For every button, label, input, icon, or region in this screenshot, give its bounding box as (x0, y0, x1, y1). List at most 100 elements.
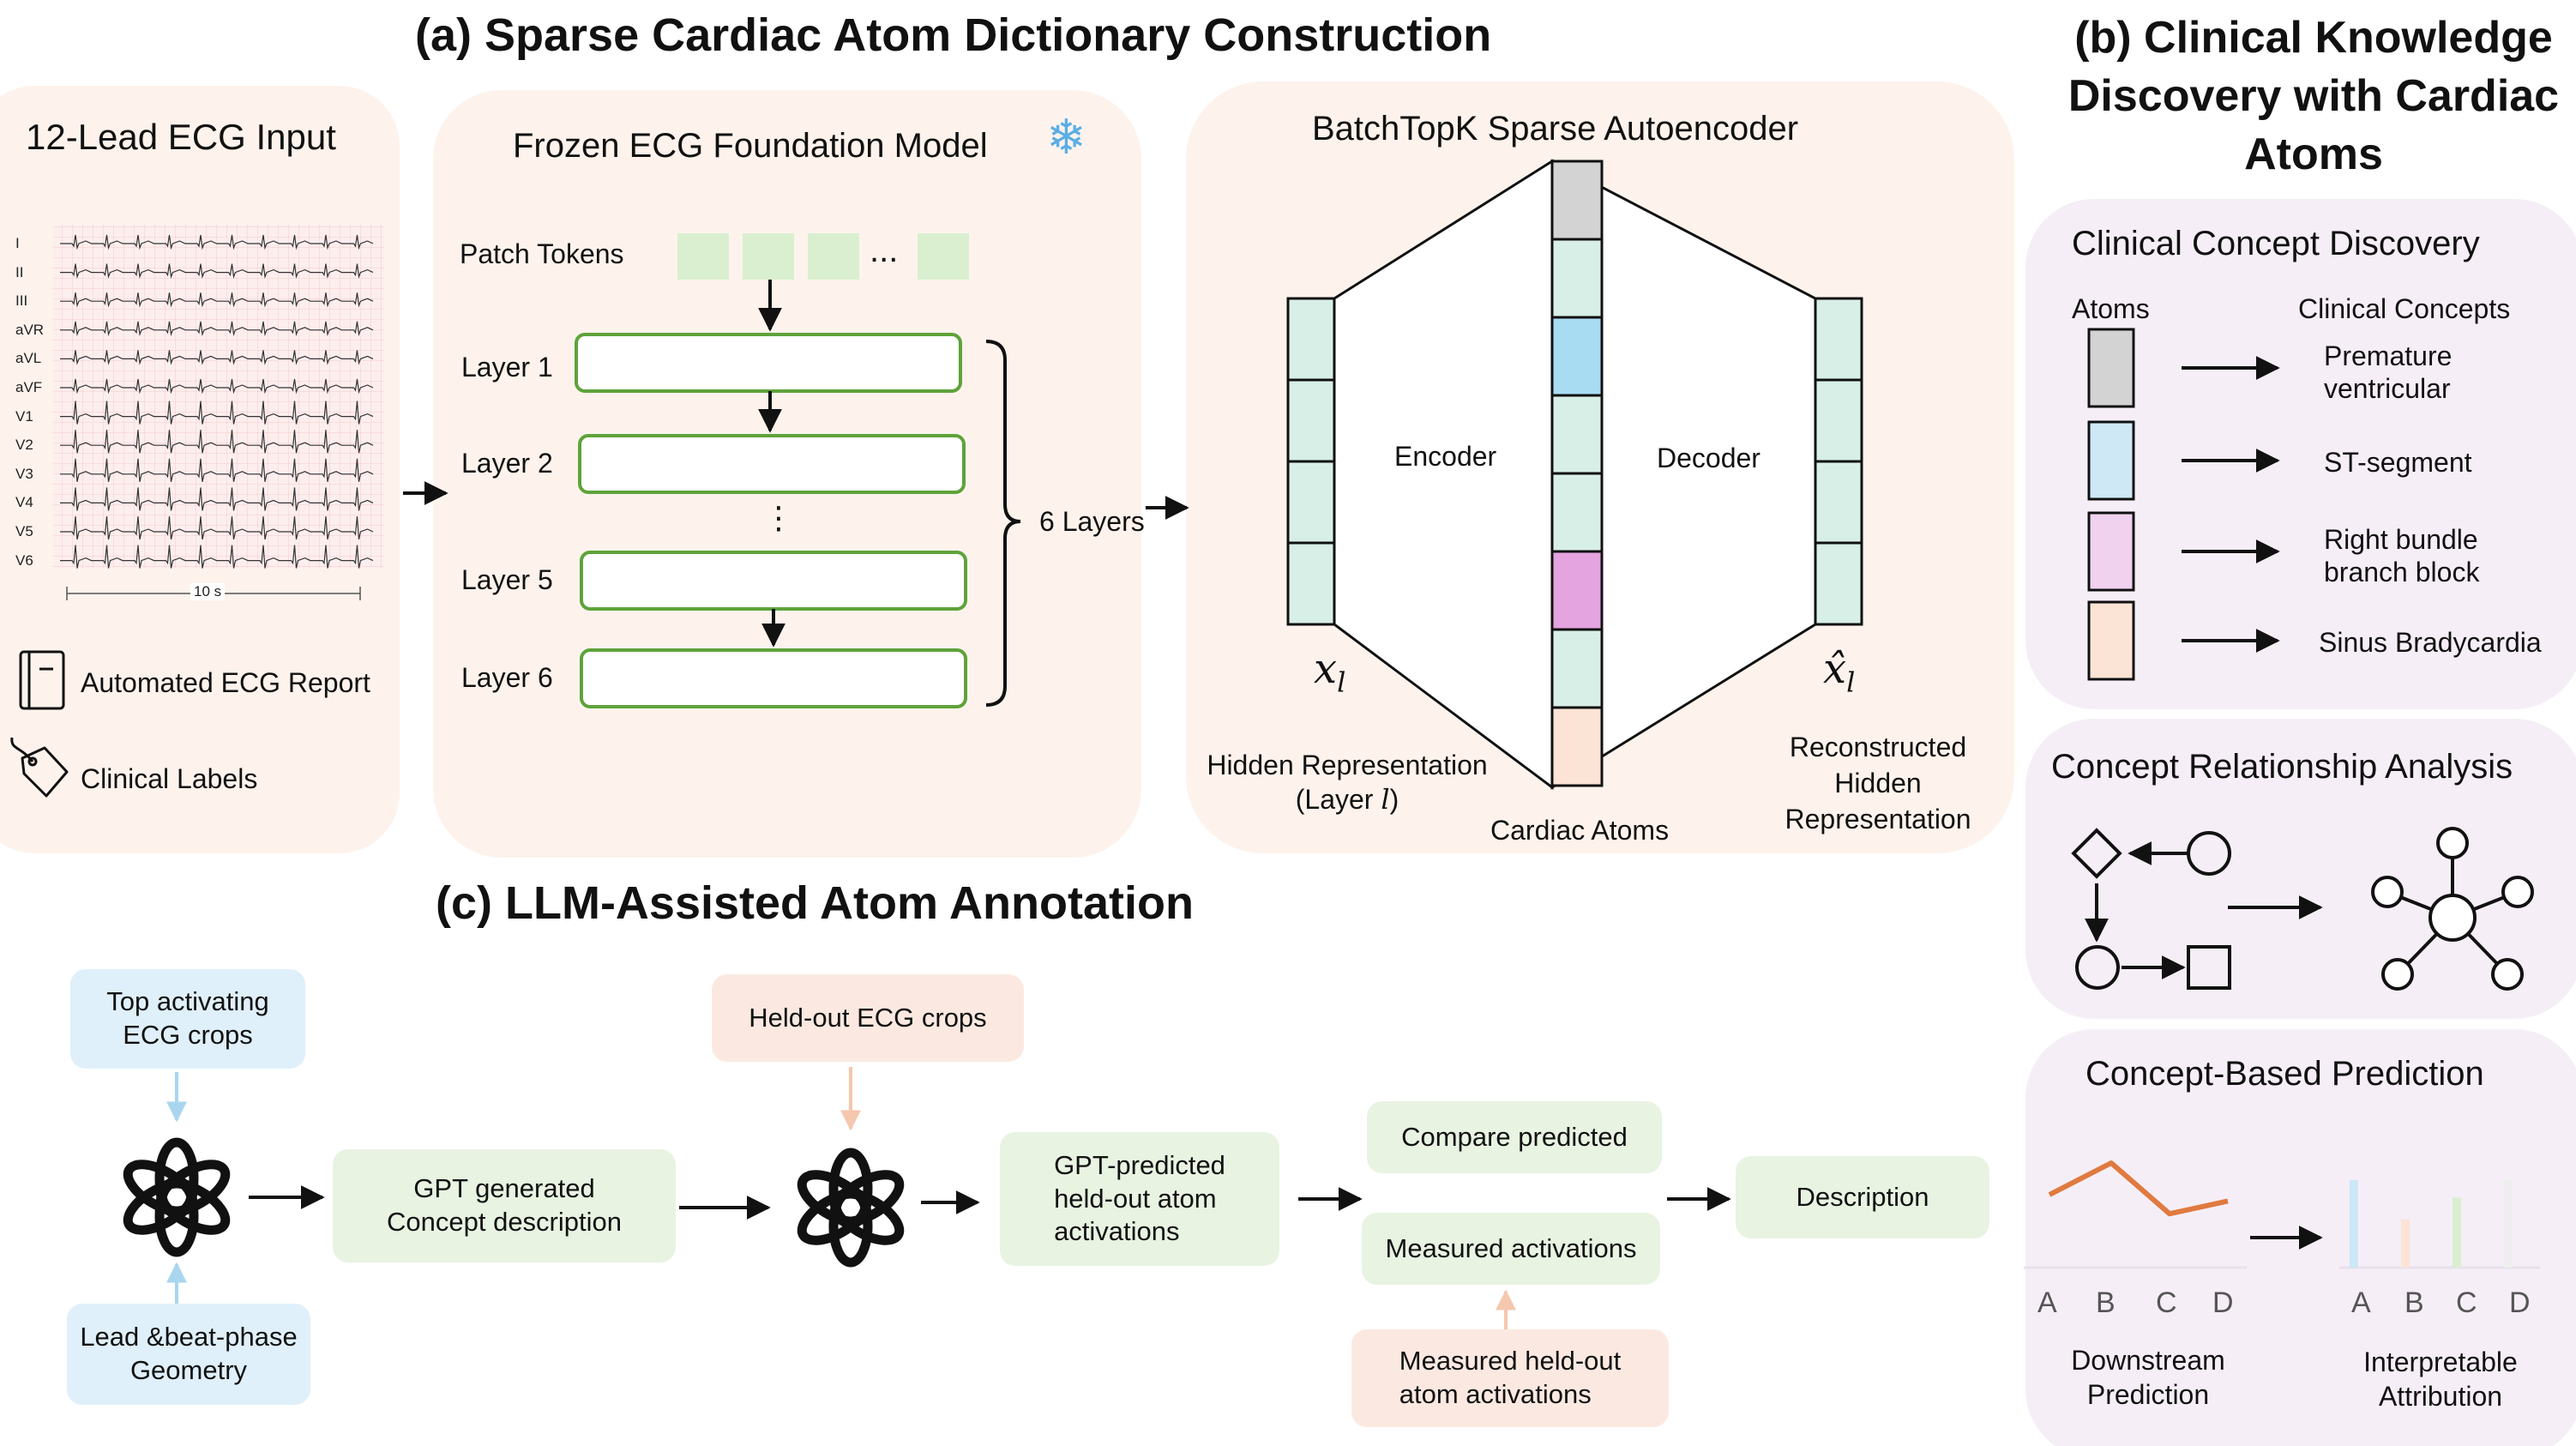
pred-axis-letter-D: D (2212, 1286, 2234, 1319)
x-l-label: xl (1314, 645, 1346, 699)
diamond-node (2071, 828, 2122, 879)
attribution-bar-B (2401, 1219, 2410, 1268)
hidden-representation-label: Hidden Representation (Layer l) (1207, 750, 1488, 816)
lead-label-V2: V2 (15, 437, 33, 454)
sae-title: BatchTopK Sparse Autoencoder (1312, 110, 1799, 148)
compare-predicted-box: Compare predicted (1367, 1101, 1662, 1173)
interpretable-attribution-label: Interpretable Attribution (2363, 1347, 2518, 1412)
output-cell (1814, 541, 1863, 626)
output-vector (1814, 297, 1863, 626)
relationship-panel (2025, 719, 2576, 1019)
layer-2-box (578, 434, 966, 494)
layers-vdots: ⋮ (763, 501, 794, 536)
attr-axis-letter-A: A (2351, 1286, 2371, 1319)
atoms-vector (1550, 160, 1604, 787)
ecg-trace-I (60, 234, 374, 250)
hub-node (2429, 894, 2477, 942)
layer-6-box (580, 648, 967, 708)
pred-axis-letter-C: C (2156, 1286, 2177, 1319)
heldout-crops-box: Held-out ECG crops (712, 974, 1024, 1062)
layer-5-box (580, 551, 967, 611)
output-cell (1814, 297, 1863, 382)
snowflake-icon: ❄ (1046, 110, 1086, 166)
attribution-bar-A (2350, 1180, 2358, 1268)
downstream-prediction-label: Downstream Prediction (2071, 1345, 2225, 1410)
ecg-trace-aVR (60, 321, 374, 337)
clinical-labels-label: Clinical Labels (81, 763, 258, 794)
ecg-time-label: 10 s (190, 583, 226, 600)
attr-axis-letter-C: C (2456, 1286, 2477, 1319)
lead-label-V1: V1 (15, 407, 33, 425)
cardiac-atoms-label: Cardiac Atoms (1490, 815, 1670, 846)
atom-cell-teal (1550, 238, 1604, 319)
relationship-graph-left (2071, 828, 2231, 990)
tokens-ellipsis: ... (870, 232, 899, 269)
decoder-label: Decoder (1657, 443, 1760, 473)
lead-label-II: II (15, 263, 24, 280)
tag-icon (10, 737, 69, 798)
pred-axis-letter-A: A (2037, 1286, 2057, 1319)
panel-b-title: (b) Clinical Knowledge Discovery with Ca… (2067, 13, 2560, 179)
atom-cell-teal (1550, 394, 1604, 475)
atom-square-1 (2087, 420, 2135, 501)
layer-1-label: Layer 1 (461, 352, 553, 383)
input-cell (1286, 541, 1336, 626)
sae-diagram (1286, 159, 1863, 790)
lead-label-III: III (15, 292, 28, 310)
lead-label-aVR: aVR (15, 321, 45, 338)
atoms-column-header: Atoms (2072, 293, 2150, 324)
output-cell (1814, 378, 1863, 463)
discovery-title: Clinical Concept Discovery (2072, 225, 2480, 262)
ecg-trace-V2 (60, 430, 374, 454)
layer-2-label: Layer 2 (461, 448, 553, 479)
ecg-input-title: 12-Lead ECG Input (26, 117, 336, 157)
document-icon (19, 650, 65, 710)
report-label: Automated ECG Report (81, 667, 370, 698)
ecg-trace-V4 (60, 487, 374, 511)
ecg-trace-aVL (60, 350, 374, 365)
circle-node-bottom (2075, 945, 2120, 990)
lead-label-V4: V4 (15, 494, 33, 511)
gpt-logo-icon-2 (795, 1153, 907, 1262)
atom-cell-teal (1550, 628, 1604, 709)
concept-label-1: ST-segment (2324, 447, 2472, 478)
square-node (2187, 945, 2231, 990)
prediction-line (2048, 1160, 2229, 1217)
atom-cell-peach (1550, 706, 1604, 787)
concept-label-3: Sinus Bradycardia (2319, 627, 2542, 658)
concept-discovery-panel (2025, 199, 2576, 709)
reconstructed-label: Reconstructed Hidden Representation (1785, 732, 1971, 834)
input-cell (1286, 460, 1336, 545)
ecg-grid (53, 225, 384, 568)
panel-c-title: (c) LLM-Assisted Atom Annotation (436, 877, 1194, 929)
atom-square-2 (2087, 511, 2135, 592)
ecg-trace-V3 (60, 458, 374, 482)
attribution-bar-C (2453, 1197, 2461, 1268)
ecg-trace-V1 (60, 401, 374, 425)
patch-tokens (677, 233, 969, 280)
attr-axis-letter-B: B (2404, 1286, 2424, 1319)
ecg-trace-II (60, 263, 374, 279)
ecg-traces (60, 234, 374, 569)
foundation-title: Frozen ECG Foundation Model (513, 127, 988, 165)
atom-cell-pink (1550, 550, 1604, 631)
lead-label-V6: V6 (15, 551, 33, 569)
lead-label-aVF: aVF (15, 379, 43, 395)
description-box: Description (1736, 1156, 1989, 1238)
ecg-trace-aVF (60, 378, 374, 395)
atom-square-0 (2087, 328, 2135, 408)
patch-tokens-label: Patch Tokens (460, 238, 624, 269)
relationship-title: Concept Relationship Analysis (2051, 748, 2513, 786)
atom-cell-blue (1550, 316, 1604, 397)
ecg-trace-V5 (60, 515, 374, 540)
attribution-bar-D (2504, 1180, 2513, 1268)
layer-1-box (575, 333, 962, 393)
gpt-logo-icon (121, 1142, 233, 1252)
layer-5-label: Layer 5 (461, 564, 553, 595)
